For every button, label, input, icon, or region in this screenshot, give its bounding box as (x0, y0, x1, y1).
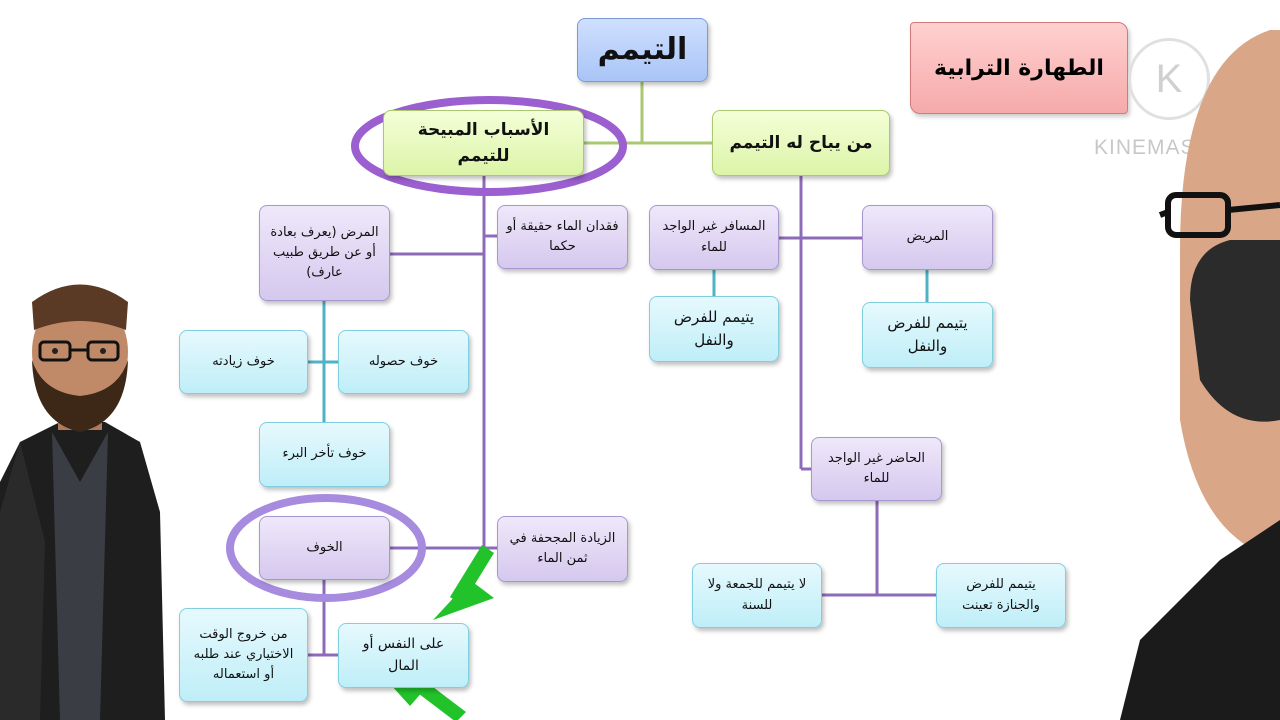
node-sick-rule: يتيمم للفرض والنفل (862, 302, 993, 368)
node-sick: المريض (862, 205, 993, 270)
node-resident: الحاضر غير الواجد للماء (811, 437, 942, 501)
highlight-ring-causes (351, 96, 627, 196)
node-traveler-rule: يتيمم للفرض والنفل (649, 296, 779, 362)
green-arrow-1 (433, 545, 494, 620)
node-resident-yes: يتيمم للفرض والجنازة تعينت (936, 563, 1066, 628)
node-water-loss: فقدان الماء حقيقة أو حكما (497, 205, 628, 269)
node-illness: المرض (يعرف بعادة أو عن طريق طبيب عارف) (259, 205, 390, 301)
highlight-ring-fear (226, 494, 426, 602)
presenter-avatar-right (1120, 30, 1280, 720)
node-fear-delay: خوف تأخر البرء (259, 422, 390, 487)
node-traveler: المسافر غير الواجد للماء (649, 205, 779, 270)
branch-who: من يباح له التيمم (712, 110, 890, 176)
node-resident-no: لا يتيمم للجمعة ولا للسنة (692, 563, 822, 628)
presenter-avatar-left (0, 284, 165, 720)
kinemaster-logo-icon: K (1128, 38, 1210, 120)
branch-causes: الأسباب المبيحة للتيمم (383, 110, 584, 176)
banner-scroll: الطهارة الترابية (910, 22, 1128, 114)
node-self-money: على النفس أو المال (338, 623, 469, 688)
node-fear-occurrence: خوف حصوله (338, 330, 469, 394)
banner-label: الطهارة الترابية (934, 55, 1104, 81)
node-fear-increase: خوف زيادته (179, 330, 308, 394)
node-price-increase: الزيادة المجحفة في ثمن الماء (497, 516, 628, 582)
title-box: التيمم (577, 18, 708, 82)
node-fear: الخوف (259, 516, 390, 580)
page-title: التيمم (597, 31, 688, 67)
node-time-exit: من خروج الوقت الاختياري عند طلبه أو استع… (179, 608, 308, 702)
